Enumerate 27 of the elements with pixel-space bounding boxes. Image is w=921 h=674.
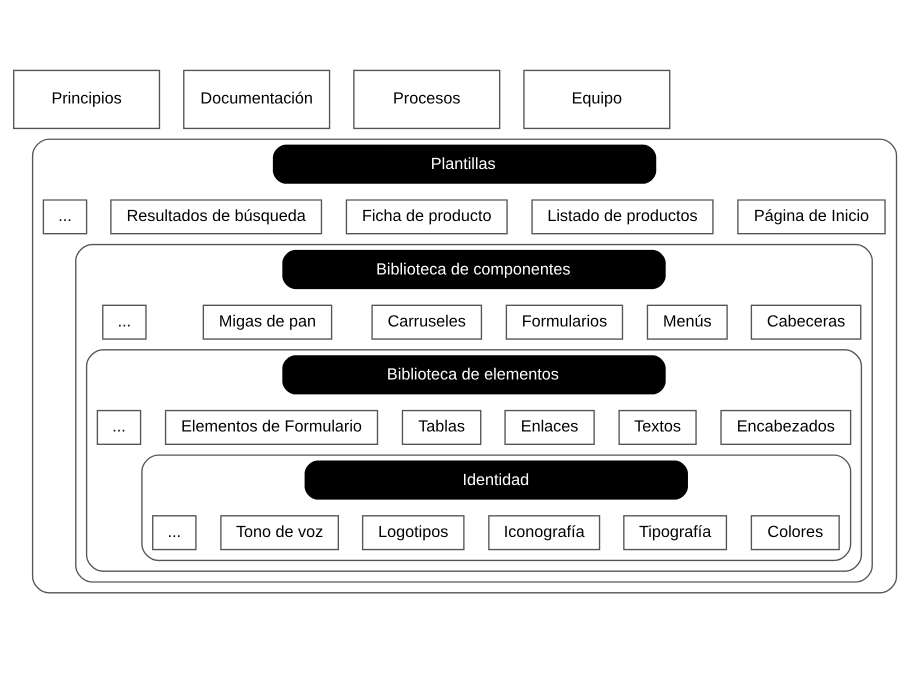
node-box: Página de Inicio [737,199,886,234]
node-box: Carruseles [371,304,482,340]
node-box: Procesos [353,70,500,130]
node-box: Cabeceras [750,304,862,340]
node-box: ... [152,515,197,550]
node-box: Iconografía [488,515,600,550]
node-box: Formularios [506,304,624,340]
node-box: Textos [618,410,697,445]
node-box: Encabezados [720,410,852,445]
node-box: Equipo [523,70,670,130]
node-box: Enlaces [504,410,595,445]
node-box: Documentación [183,70,330,130]
node-box: ... [102,304,147,340]
node-box: Principios [13,70,160,130]
node-box: Migas de pan [202,304,332,340]
node-box: Ficha de producto [346,199,508,234]
node-box: Listado de productos [531,199,714,234]
node-box: Tablas [402,410,482,445]
node-box: Resultados de búsqueda [110,199,322,234]
node-box: Colores [750,515,840,550]
node-box: Elementos de Formulario [164,410,378,445]
node-box: Menús [646,304,728,340]
node-box: Tono de voz [220,515,339,550]
node-box: Tipografía [623,515,728,550]
node-box: ... [42,199,88,234]
node-box: Logotipos [362,515,465,550]
node-box: ... [96,410,142,445]
